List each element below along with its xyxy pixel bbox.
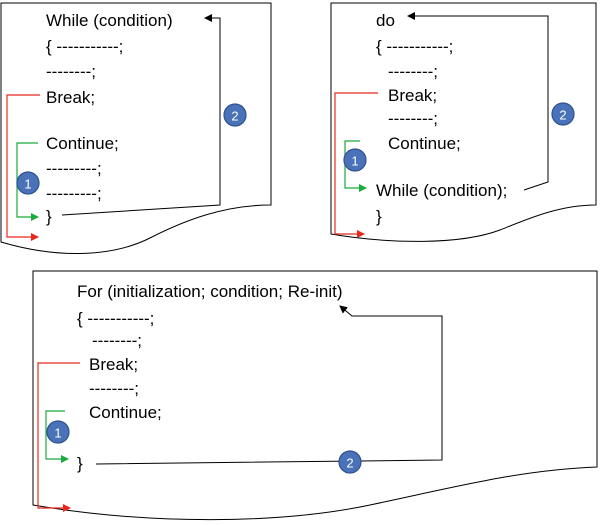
do-continue-badge-label: 1 — [351, 154, 358, 169]
for-continue-line: Continue; — [89, 403, 162, 422]
while-break-arrow — [6, 94, 40, 241]
for-break-arrow — [37, 362, 80, 512]
while-statement-line-3: ---------; — [46, 184, 102, 203]
while-continue-badge-label: 1 — [24, 177, 31, 192]
do-header-line: do — [376, 11, 395, 30]
for-continue-arrow — [45, 410, 69, 463]
for-continue-badge: 1 — [46, 420, 70, 444]
for-document-shape — [32, 270, 598, 521]
while-repeat-badge: 2 — [223, 103, 247, 127]
while-document-shape — [0, 2, 272, 255]
do-repeat-badge: 2 — [551, 102, 575, 126]
for-statement-line-2: --------; — [89, 379, 139, 398]
for-repeat-arrow — [95, 305, 443, 465]
do-repeat-arrow — [407, 12, 549, 191]
while-continue-badge: 1 — [16, 171, 40, 195]
while-header-line: While (condition) — [46, 11, 173, 30]
while-open-brace-line: { -----------; — [46, 37, 123, 56]
do-while-document-shape — [330, 2, 597, 242]
while-statement-line-2: ---------; — [46, 159, 102, 178]
do-while-loop-panel: do { -----------; --------; Break; -----… — [330, 2, 597, 242]
do-statement-line-2: --------; — [388, 109, 438, 128]
do-statement-line: --------; — [388, 62, 438, 81]
do-open-brace-line: { -----------; — [376, 37, 453, 56]
for-repeat-badge: 2 — [338, 450, 362, 474]
do-continue-badge: 1 — [343, 148, 367, 172]
while-continue-line: Continue; — [46, 134, 119, 153]
while-break-line: Break; — [46, 88, 95, 107]
do-close-brace-line: } — [376, 207, 382, 226]
while-loop-panel: While (condition) { -----------; -------… — [0, 2, 272, 255]
do-break-arrow — [334, 92, 378, 238]
for-open-brace-line: { -----------; — [77, 309, 154, 328]
for-loop-panel: For (initialization; condition; Re-init)… — [32, 270, 598, 521]
do-repeat-badge-label: 2 — [559, 108, 566, 123]
while-statement-line: --------; — [46, 62, 96, 81]
while-close-brace-line: } — [46, 207, 52, 226]
for-header-line: For (initialization; condition; Re-init) — [77, 282, 343, 301]
for-statement-line: --------; — [92, 331, 142, 350]
for-close-brace-line: } — [77, 454, 83, 473]
for-repeat-badge-label: 2 — [346, 456, 353, 471]
do-condition-line: While (condition); — [376, 181, 507, 200]
for-break-line: Break; — [89, 355, 138, 374]
for-continue-badge-label: 1 — [54, 426, 61, 441]
while-repeat-badge-label: 2 — [231, 109, 238, 124]
do-break-line: Break; — [388, 86, 437, 105]
do-continue-line: Continue; — [388, 134, 461, 153]
while-repeat-arrow — [61, 14, 221, 216]
